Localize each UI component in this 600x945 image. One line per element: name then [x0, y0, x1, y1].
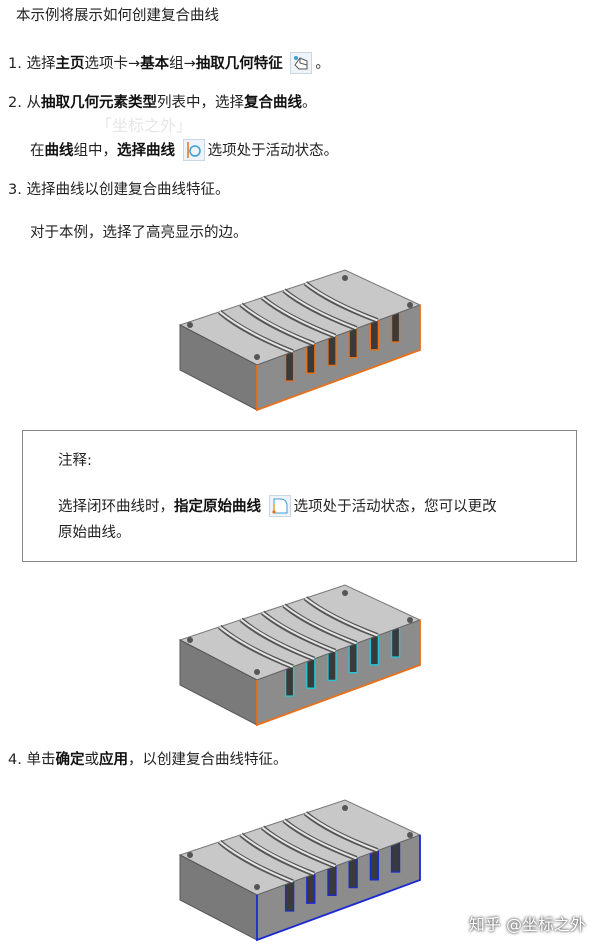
text: 选择: [26, 56, 56, 72]
slot: [284, 882, 295, 912]
type-list-label: 抽取几何元素类型: [40, 95, 157, 111]
slot: [284, 352, 295, 382]
slot: [306, 874, 316, 904]
curve-group-label: 曲线: [44, 143, 74, 159]
slot: [390, 628, 401, 658]
step-number: 3.: [8, 182, 22, 198]
corner-hole: [407, 302, 413, 308]
model-figure-3: [178, 799, 422, 942]
corner-hole: [407, 617, 413, 623]
text: 列表中，选择: [156, 95, 244, 111]
slot: [348, 328, 358, 359]
specify-origin-curve-label: 指定原始曲线: [174, 499, 261, 515]
slot: [348, 858, 358, 889]
corner-hole: [254, 669, 260, 675]
slot: [306, 344, 316, 374]
step-2-sub: 在曲线组中，选择曲线 选项处于活动状态。: [30, 139, 338, 161]
text: 在: [30, 143, 45, 159]
rib-highlight: [240, 833, 315, 875]
text: 。: [315, 56, 330, 72]
slot: [369, 635, 380, 666]
rib-highlight: [218, 311, 294, 353]
corner-hole: [187, 852, 193, 858]
slot: [390, 313, 401, 343]
slot: [284, 667, 295, 697]
slot: [327, 336, 337, 367]
slot: [327, 866, 337, 897]
basic-group-label: 基本: [140, 56, 170, 72]
select-curve-icon: [182, 139, 205, 161]
corner-hole: [342, 805, 348, 811]
composite-curve-label: 复合曲线: [243, 95, 302, 111]
corner-hole: [407, 832, 413, 838]
step-4: 4. 单击确定或应用，以创建复合曲线特征。: [8, 750, 287, 770]
apply-label: 应用: [98, 752, 128, 768]
brand-watermark: 知乎 @坐标之外: [468, 915, 586, 934]
rib-highlight: [218, 841, 294, 883]
note-title: 注释:: [58, 453, 92, 469]
corner-hole: [342, 590, 348, 596]
corner-hole: [254, 354, 260, 360]
note-text: 选择闭环曲线时，指定原始曲线 选项处于活动状态，您可以更改: [58, 495, 497, 517]
model-figure-2: [178, 584, 422, 727]
text: 从: [26, 95, 41, 111]
slot: [306, 659, 316, 689]
highlighted-edge: [256, 835, 421, 942]
rib-highlight: [304, 812, 378, 852]
rib-highlight: [218, 626, 294, 668]
rib-highlight: [240, 618, 315, 660]
rib-highlight: [283, 604, 357, 645]
rib-highlight: [261, 826, 336, 868]
slot: [369, 850, 380, 881]
text: 。: [301, 95, 317, 111]
note-box: 注释: 选择闭环曲线时，指定原始曲线 选项处于活动状态，您可以更改 原始曲线。: [22, 430, 577, 562]
text: 选择闭环曲线时，: [58, 499, 174, 515]
corner-hole: [187, 637, 193, 643]
note-text-cont: 原始曲线。: [58, 525, 131, 541]
model-figure-1: [178, 269, 422, 412]
step-number: 2.: [8, 95, 22, 111]
text: 选择曲线以创建复合曲线特征。: [26, 182, 230, 198]
step-number: 4.: [8, 752, 22, 768]
specify-origin-curve-icon: [268, 495, 291, 517]
rib-highlight: [261, 611, 336, 653]
ok-label: 确定: [55, 752, 85, 768]
step-3: 3. 选择曲线以创建复合曲线特征。: [8, 180, 229, 200]
rib-highlight: [283, 819, 357, 860]
slot: [369, 320, 380, 351]
text: 组→: [169, 56, 196, 72]
highlighted-edge: [256, 620, 421, 727]
text: 选项处于活动状态，您可以更改: [293, 499, 497, 515]
slot: [327, 651, 337, 682]
text: ，以创建复合曲线特征。: [127, 752, 288, 768]
corner-hole: [342, 275, 348, 281]
text: 或: [84, 752, 99, 768]
rib-highlight: [304, 282, 378, 322]
slot: [390, 843, 401, 873]
extract-geometry-label: 抽取几何特征: [195, 56, 283, 72]
highlighted-edge: [256, 305, 421, 412]
corner-hole: [187, 322, 193, 328]
step-1: 1. 选择主页选项卡→基本组→抽取几何特征 。: [8, 52, 330, 74]
slot: [348, 643, 358, 674]
home-tab-label: 主页: [55, 56, 85, 72]
rib-highlight: [240, 303, 315, 345]
step-3-sub: 对于本例，选择了高亮显示的边。: [30, 225, 248, 241]
corner-hole: [254, 884, 260, 890]
text: 选项处于活动状态。: [207, 143, 339, 159]
step-2: 2. 从抽取几何元素类型列表中，选择复合曲线。: [8, 93, 316, 113]
text: 选项卡→: [84, 56, 141, 72]
intro-text: 本示例将展示如何创建复合曲线: [16, 8, 219, 24]
rib-highlight: [283, 289, 357, 330]
watermark: 「坐标之外」: [96, 116, 193, 135]
select-curve-label: 选择曲线: [117, 143, 175, 159]
extract-geometry-icon: [290, 52, 313, 74]
rib-highlight: [304, 597, 378, 637]
step-number: 1.: [8, 56, 22, 72]
text: 组中，: [73, 143, 118, 159]
rib-highlight: [261, 296, 336, 338]
text: 单击: [26, 752, 56, 768]
